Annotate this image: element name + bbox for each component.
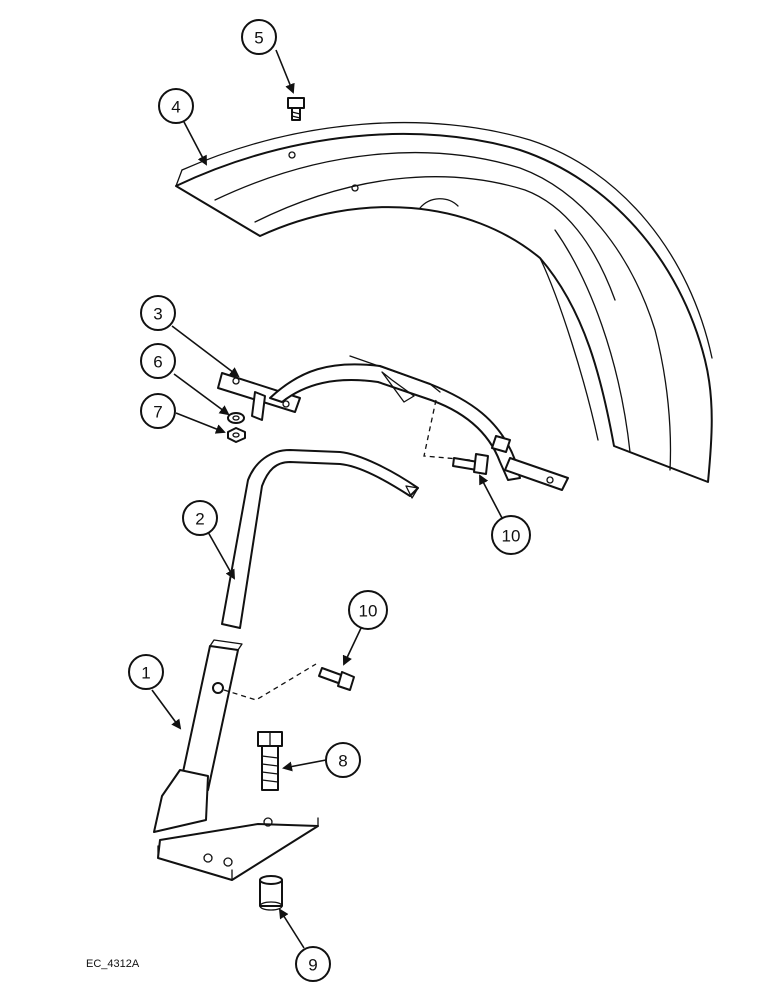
callout-1-label: 1 <box>141 664 150 683</box>
bolt-part-10-upper <box>423 399 489 475</box>
leader-4 <box>183 121 207 166</box>
callout-3-label: 3 <box>153 305 162 324</box>
leader-lines <box>151 49 503 949</box>
support-strap-part-2 <box>221 449 419 629</box>
bolt-part-10-lower <box>223 663 355 701</box>
callout-8: 8 <box>325 742 361 778</box>
fender-part <box>175 121 713 483</box>
leader-10-lower <box>342 625 363 666</box>
washer-part-6 <box>227 412 245 424</box>
callout-10-lower-label: 10 <box>359 602 378 621</box>
bracket-part-3 <box>217 355 569 491</box>
callout-10-lower: 10 <box>348 590 388 630</box>
leader-3 <box>171 325 240 378</box>
callout-6: 6 <box>140 343 176 379</box>
callout-2: 2 <box>182 500 218 536</box>
leader-9 <box>278 908 305 949</box>
leader-10-upper <box>479 474 503 519</box>
lower-bracket-part-1 <box>153 639 319 881</box>
callout-7-label: 7 <box>153 403 162 422</box>
leader-2 <box>207 531 235 580</box>
nut-part-7 <box>227 427 246 443</box>
leader-5 <box>275 49 295 94</box>
callout-2-label: 2 <box>195 510 204 529</box>
callout-6-label: 6 <box>153 353 162 372</box>
callout-5-label: 5 <box>254 29 263 48</box>
hex-bolt-part-8 <box>257 731 283 791</box>
spacer-part-9 <box>259 875 283 911</box>
callout-4-label: 4 <box>171 98 180 117</box>
leader-8 <box>282 759 327 772</box>
callout-9: 9 <box>295 946 331 982</box>
callout-5: 5 <box>241 19 277 55</box>
callout-3: 3 <box>140 295 176 331</box>
leader-1 <box>151 689 182 730</box>
drawing-reference: EC_4312A <box>86 958 140 970</box>
callout-9-label: 9 <box>308 956 317 975</box>
callout-7: 7 <box>140 393 176 429</box>
callout-4: 4 <box>158 88 194 124</box>
callout-8-label: 8 <box>338 752 347 771</box>
callout-10-upper: 10 <box>491 515 531 555</box>
callout-1: 1 <box>128 654 164 690</box>
callout-10-upper-label: 10 <box>502 527 521 546</box>
leader-7 <box>175 412 226 434</box>
leader-6 <box>173 373 230 416</box>
bolt-part-5 <box>287 97 305 121</box>
